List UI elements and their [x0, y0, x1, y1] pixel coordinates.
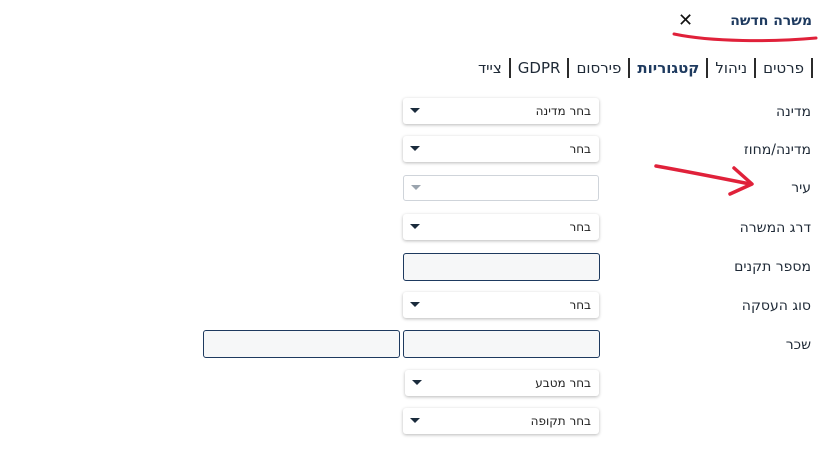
salary-label: שכר: [785, 337, 811, 353]
salary-min-input[interactable]: [203, 330, 400, 358]
tab-hunter[interactable]: צייד: [477, 59, 502, 77]
tab-publishing[interactable]: פירסום: [576, 59, 622, 77]
tab-separator: [706, 58, 709, 78]
annotation-arrow-icon: [654, 164, 754, 196]
annotation-underline: [672, 32, 818, 43]
chevron-down-icon: [410, 146, 420, 151]
period-select-value: בחר תקופה: [530, 414, 591, 428]
region-select-value: בחר: [569, 142, 591, 156]
close-icon[interactable]: ✕: [678, 10, 694, 31]
chevron-down-icon: [410, 418, 420, 423]
city-label: עיר: [791, 180, 811, 196]
tab-categories[interactable]: קטגוריות: [637, 59, 700, 77]
country-select[interactable]: בחר מדינה: [403, 98, 599, 124]
dialog-header: ✕ משרה חדשה: [672, 8, 818, 38]
page-title: משרה חדשה: [730, 13, 812, 29]
country-label: מדינה: [775, 104, 811, 120]
positions-input[interactable]: [403, 253, 600, 281]
salary-max-input[interactable]: [403, 330, 600, 358]
tab-separator: [754, 58, 757, 78]
chevron-down-icon: [410, 108, 420, 113]
tab-separator: [567, 58, 570, 78]
tab-gdpr[interactable]: GDPR: [517, 59, 561, 77]
currency-select[interactable]: בחר מטבע: [405, 370, 599, 396]
job-level-select[interactable]: בחר: [403, 214, 599, 240]
chevron-down-icon: [410, 224, 420, 229]
city-select[interactable]: [403, 175, 599, 201]
positions-label: מספר תקנים: [734, 259, 811, 275]
employment-type-select[interactable]: בחר: [403, 292, 599, 318]
period-select[interactable]: בחר תקופה: [403, 408, 599, 434]
country-select-value: בחר מדינה: [535, 104, 591, 118]
chevron-down-icon: [411, 185, 421, 190]
currency-select-value: בחר מטבע: [535, 376, 591, 390]
tab-details[interactable]: פרטים: [763, 59, 804, 77]
tab-management[interactable]: ניהול: [715, 59, 748, 77]
employment-type-select-value: בחר: [569, 298, 591, 312]
job-level-select-value: בחר: [569, 220, 591, 234]
tab-separator: [628, 58, 631, 78]
chevron-down-icon: [410, 302, 420, 307]
chevron-down-icon: [412, 380, 422, 385]
job-level-label: דרג המשרה: [739, 220, 811, 236]
tab-bar: פרטים ניהול קטגוריות פירסום GDPR צייד: [471, 57, 813, 79]
employment-type-label: סוג העסקה: [741, 298, 811, 314]
tab-separator: [508, 58, 511, 78]
region-select[interactable]: בחר: [403, 136, 599, 162]
region-label: מדינה/מחוז: [743, 142, 811, 158]
tab-separator: [811, 58, 813, 78]
